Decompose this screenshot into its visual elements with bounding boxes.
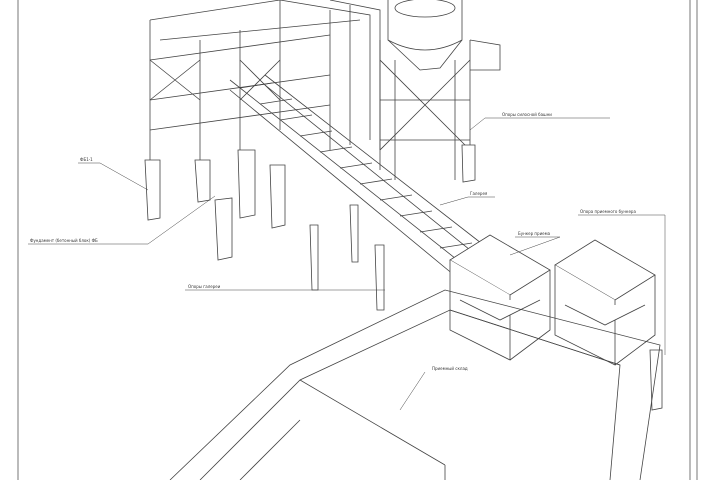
label-silo-support: Опоры силосной башни — [502, 112, 552, 117]
label-hopper: Бункер приема — [518, 231, 551, 236]
foundation-blocks — [144, 144, 663, 411]
label-foundation-mark: ФБ1-1 — [80, 157, 93, 162]
steel-frame — [149, 0, 501, 180]
label-stockpile: Приемный склад — [432, 366, 468, 371]
stockpile — [169, 289, 661, 480]
label-hopper-support: Опора приемного бункера — [580, 209, 636, 214]
label-gallery: Галерея — [470, 191, 488, 196]
silo-tank — [379, 0, 471, 180]
leader-lines — [28, 117, 666, 411]
receiving-hoppers — [449, 234, 656, 366]
label-gallery-support: Опоры галереи — [188, 284, 221, 289]
label-foundation-blocks: Фундамент (бетонный блок) ФБ — [30, 238, 98, 243]
conveyor-gallery — [229, 74, 491, 281]
drawing-frame — [17, 0, 698, 480]
